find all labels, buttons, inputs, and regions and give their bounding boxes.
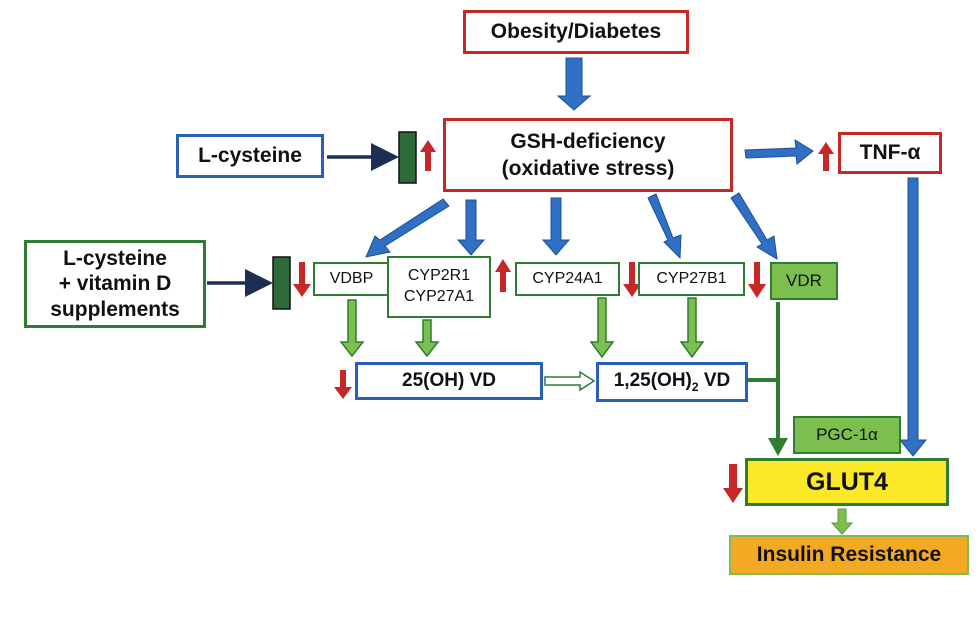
red-down-arrow-icon [723, 464, 743, 503]
arrow-gsh-to-vdr [730, 192, 778, 260]
125-oh2-vd-suffix: VD [698, 370, 731, 392]
cyp2r1-cyp27a1-node: CYP2R1 CYP27A1 [387, 256, 491, 318]
insulin-resistance-label: Insulin Resistance [756, 543, 942, 566]
vdbp-node: VDBP [313, 262, 390, 296]
25-oh-vd-node: 25(OH) VD [355, 362, 543, 400]
125-oh2-vd-prefix: 1,25(OH) [613, 370, 692, 392]
arrow-gsh-to-vdbp [365, 198, 450, 258]
red-down-arrow-icon [623, 262, 641, 297]
insulin-resistance-node: Insulin Resistance [729, 535, 969, 575]
l-cysteine-node: L-cysteine [176, 134, 324, 178]
red-down-arrow-icon [293, 262, 311, 297]
obesity-diabetes-label: Obesity/Diabetes [490, 20, 662, 43]
arrow-gsh-to-tnf [744, 139, 814, 165]
arrow-tnf-to-glut4 [898, 177, 928, 457]
inhibition-block-icon [398, 131, 417, 184]
125-oh2-vd-node: 1,25(OH)2 VD [596, 362, 748, 402]
red-up-arrow-icon [495, 259, 511, 292]
cyp24a1-label: CYP24A1 [532, 270, 603, 287]
red-up-arrow-icon [818, 142, 834, 171]
cyp27b1-node: CYP27B1 [638, 262, 745, 296]
gsh-deficiency-label: GSH-deficiency (oxidative stress) [501, 129, 675, 180]
arrow-obesity-to-gsh [556, 57, 592, 111]
arrow-25ohvd-to-125ohvd [544, 370, 596, 392]
l-cysteine-vitamin-d-node: L-cysteine + vitamin D supplements [24, 240, 206, 328]
arrow-vdbp-to-25ohvd [339, 299, 365, 358]
arrow-cyp2r1-to-25ohvd [414, 319, 440, 358]
obesity-diabetes-node: Obesity/Diabetes [463, 10, 689, 54]
vdr-label: VDR [786, 271, 822, 290]
pgc-1alpha-node: PGC-1α [793, 416, 901, 454]
l-cysteine-vitamin-d-label: L-cysteine + vitamin D supplements [50, 246, 180, 321]
arrow-cyp24a1-to-125ohvd [589, 297, 615, 359]
arrow-cyp27b1-to-125ohvd [679, 297, 705, 359]
arrow-gsh-to-cyp27b1 [647, 193, 682, 260]
cyp24a1-node: CYP24A1 [515, 262, 620, 296]
glut4-node: GLUT4 [745, 458, 949, 506]
gsh-deficiency-node: GSH-deficiency (oxidative stress) [443, 118, 733, 192]
25-oh-vd-label: 25(OH) VD [402, 370, 496, 391]
l-cysteine-label: L-cysteine [198, 144, 302, 167]
vdr-node: VDR [770, 262, 838, 300]
125-oh2-vd-subscript: 2 [691, 379, 699, 394]
inhibition-block-icon [272, 256, 291, 310]
tnf-alpha-node: TNF-α [838, 132, 942, 174]
tnf-alpha-label: TNF-α [859, 141, 921, 164]
glut4-label: GLUT4 [806, 467, 888, 496]
arrow-gsh-to-cyp24a1 [541, 197, 571, 256]
red-down-arrow-icon [748, 262, 766, 298]
red-down-arrow-icon [334, 370, 352, 399]
arrow-gsh-to-cyp2r1 [456, 199, 486, 256]
125-oh2-vd-label: 1,25(OH)2 VD [614, 370, 731, 394]
red-up-arrow-icon [420, 140, 436, 171]
cyp27b1-label: CYP27B1 [656, 270, 727, 287]
pgc-1alpha-label: PGC-1α [816, 425, 878, 444]
arrow-glut4-to-insulin [830, 508, 854, 535]
cyp2r1-cyp27a1-label: CYP2R1 CYP27A1 [403, 267, 475, 305]
arrowhead-to-glut4 [768, 438, 788, 456]
vdbp-label: VDBP [329, 270, 374, 287]
